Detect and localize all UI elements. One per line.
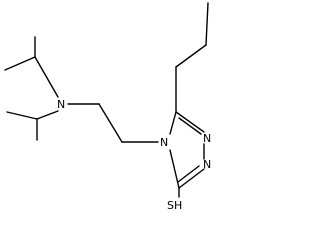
bond-propyl-ch2-ch2 [175,44,207,68]
atom-label-ring-n2: N [203,158,211,171]
atom-label-ring-n4: N [160,136,168,149]
bond-isopropyl2-to-n [36,110,59,120]
atom-label-thiol: SH [167,199,182,212]
bond-ring-c5-n1-double [178,117,202,135]
atom-label-ring-n1: N [203,132,211,145]
bond-ring-n2-c3 [178,168,205,189]
bond-ring-c5-n1 [175,111,205,133]
atom-label-amine-n: N [57,98,65,111]
bond-ring-n2-c3-double [177,165,200,183]
molecule-drawing: N N N N SH [4,2,211,212]
bond-isopropyl2-ch3a [6,111,38,120]
bond-ch2-ch2 [98,103,123,143]
structure-canvas: N N N N SH [4,2,211,212]
bond-isopropyl1-to-n [34,56,59,98]
bond-ring-c3-n4 [169,149,180,189]
bond-propyl-ch2-ch3 [205,2,209,46]
bond-isopropyl1-ch3a [4,56,36,71]
bond-ring-n4-c5 [169,111,177,135]
